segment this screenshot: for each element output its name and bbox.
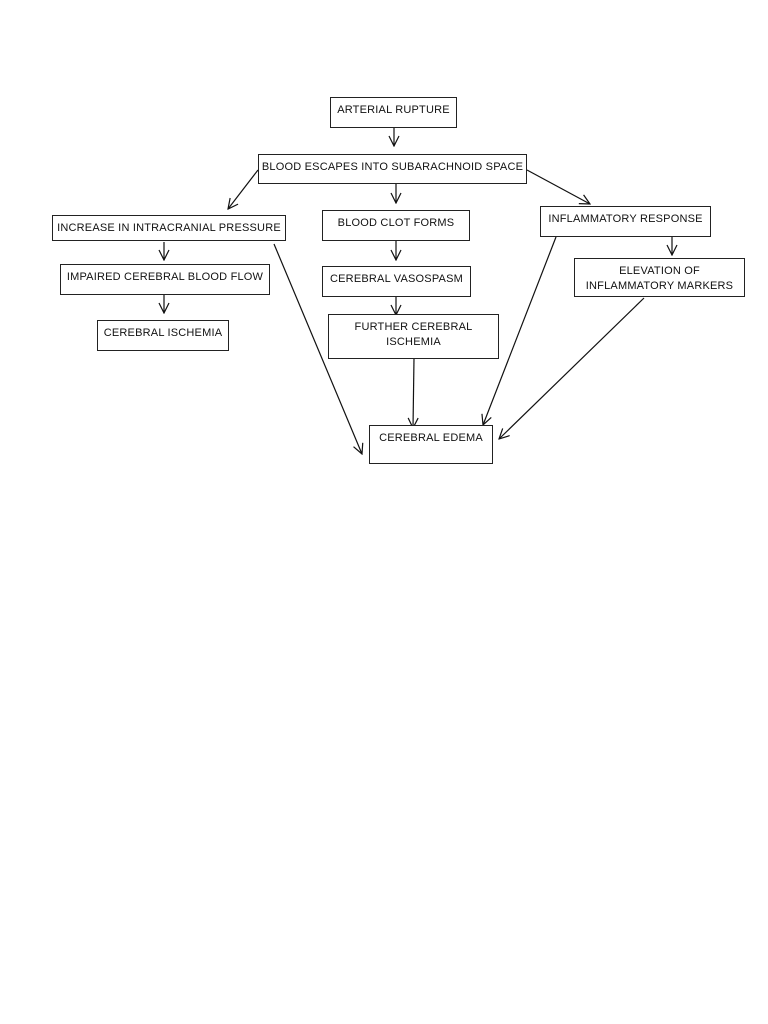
node-label: IMPAIRED CEREBRAL BLOOD FLOW [66, 271, 264, 283]
node-further-ischemia: FURTHER CEREBRAL ISCHEMIA [328, 314, 499, 359]
node-impaired-flow: IMPAIRED CEREBRAL BLOOD FLOW [60, 264, 270, 295]
arrow-markers-to-edema [499, 297, 645, 439]
node-label: BLOOD ESCAPES INTO SUBARACHNOID SPACE [261, 161, 524, 173]
node-cerebral-vasospasm: CEREBRAL VASOSPASM [322, 266, 471, 297]
arrow-escapes-to-icp [228, 169, 259, 209]
arrow-further-ischemia-to-edema [413, 357, 414, 428]
node-cerebral-edema: CEREBRAL EDEMA [369, 425, 493, 464]
node-label: CEREBRAL ISCHEMIA [103, 327, 223, 339]
arrow-icp-to-edema [273, 243, 362, 454]
node-label: CEREBRAL VASOSPASM [330, 273, 463, 285]
node-inflammatory-response: INFLAMMATORY RESPONSE [540, 206, 711, 237]
node-blood-escapes: BLOOD ESCAPES INTO SUBARACHNOID SPACE [258, 154, 527, 184]
node-label: INCREASE IN INTRACRANIAL PRESSURE [57, 222, 281, 234]
node-label: FURTHER CEREBRAL ISCHEMIA [354, 321, 473, 348]
node-label: INFLAMMATORY RESPONSE [548, 213, 703, 225]
arrow-escapes-to-inflammatory [526, 169, 590, 204]
node-blood-clot: BLOOD CLOT FORMS [322, 210, 470, 241]
node-label: ELEVATION OF INFLAMMATORY MARKERS [585, 265, 734, 292]
node-increase-icp: INCREASE IN INTRACRANIAL PRESSURE [52, 215, 286, 241]
node-label: CEREBRAL EDEMA [379, 432, 483, 444]
node-cerebral-ischemia: CEREBRAL ISCHEMIA [97, 320, 229, 351]
node-label: BLOOD CLOT FORMS [337, 217, 455, 229]
arrow-inflammatory-to-edema [483, 236, 557, 425]
node-arterial-rupture: ARTERIAL RUPTURE [330, 97, 457, 128]
node-label: ARTERIAL RUPTURE [337, 104, 450, 116]
node-elevation-markers: ELEVATION OF INFLAMMATORY MARKERS [574, 258, 745, 297]
